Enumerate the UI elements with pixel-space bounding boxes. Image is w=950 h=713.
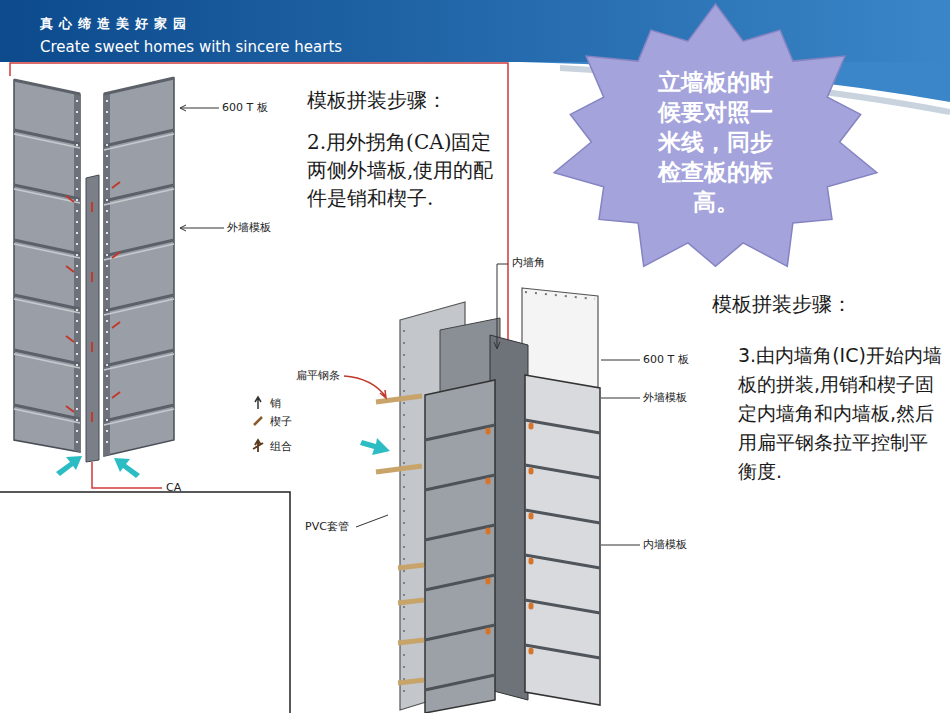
flat-steel-strips bbox=[376, 396, 424, 683]
cyan-arrow bbox=[114, 458, 140, 478]
part-label: 600 T 板 bbox=[643, 353, 689, 366]
starburst-shape bbox=[554, 4, 877, 266]
black-frame bbox=[0, 492, 290, 713]
legend-text: 销 bbox=[270, 396, 281, 411]
outer-wall-panel bbox=[14, 80, 80, 452]
outer-wall-panel bbox=[104, 78, 174, 456]
inner-left-panel bbox=[425, 380, 495, 713]
panel-highlights bbox=[104, 134, 174, 425]
header-slogan: 真心缔造美好家园 bbox=[40, 16, 192, 32]
part-label: 内墙模板 bbox=[643, 538, 687, 551]
part-label: 外墙模板 bbox=[227, 221, 271, 234]
pin-symbol bbox=[255, 397, 261, 409]
wedge-symbol bbox=[254, 417, 262, 425]
part-label: 600 T 板 bbox=[222, 101, 268, 114]
cyan-arrow bbox=[56, 456, 82, 476]
panel-highlights bbox=[14, 134, 80, 423]
panel-ribs bbox=[104, 78, 174, 421]
leader-lines bbox=[494, 264, 508, 349]
header-bar bbox=[0, 0, 950, 62]
step-heading: 模板拼装步骤： bbox=[307, 88, 447, 112]
step3-illustration bbox=[344, 264, 640, 713]
inner-right-panel bbox=[525, 375, 600, 705]
step-text: 2.用外拐角(CA)固定两侧外墙板,使用的配件是销和楔子. bbox=[307, 128, 503, 212]
panel-ribs bbox=[14, 80, 80, 419]
panel-ribs bbox=[525, 420, 600, 658]
legend-text: 组合 bbox=[270, 439, 292, 454]
panel-ribs bbox=[425, 425, 495, 690]
step-heading: 模板拼装步骤： bbox=[712, 292, 852, 316]
cyan-arrow bbox=[360, 438, 390, 455]
part-label: PVC套管 bbox=[305, 520, 349, 533]
frame-lines bbox=[0, 63, 508, 713]
leader-lines bbox=[180, 105, 224, 231]
part-label: 内墙角 bbox=[512, 256, 545, 269]
pins-wedges bbox=[488, 425, 531, 652]
t-panel bbox=[522, 288, 598, 388]
combo-symbol bbox=[253, 440, 263, 452]
pins-wedges bbox=[66, 182, 120, 422]
red-leader bbox=[344, 376, 386, 398]
leader-lines bbox=[356, 360, 640, 545]
starburst-callout: 立墙板的时候要对照一米线，同步检查板的标高。 bbox=[548, 2, 883, 282]
part-label: 外墙模板 bbox=[643, 391, 687, 404]
header-slogan-en: Create sweet homes with sincere hearts bbox=[40, 38, 342, 56]
panel-edge bbox=[104, 93, 110, 456]
step2-illustration bbox=[14, 78, 263, 478]
part-label: 扁平钢条 bbox=[296, 369, 340, 382]
step-text: 3.由内墙角(IC)开始内墙板的拼装,用销和楔子固定内墙角和内墙板,然后用扁平钢… bbox=[738, 341, 942, 486]
callout-text: 立墙板的时候要对照一米线，同步检查板的标高。 bbox=[653, 67, 778, 217]
pin-holes bbox=[525, 292, 595, 299]
legend-text: 楔子 bbox=[270, 414, 292, 429]
part-label: CA bbox=[166, 481, 181, 494]
